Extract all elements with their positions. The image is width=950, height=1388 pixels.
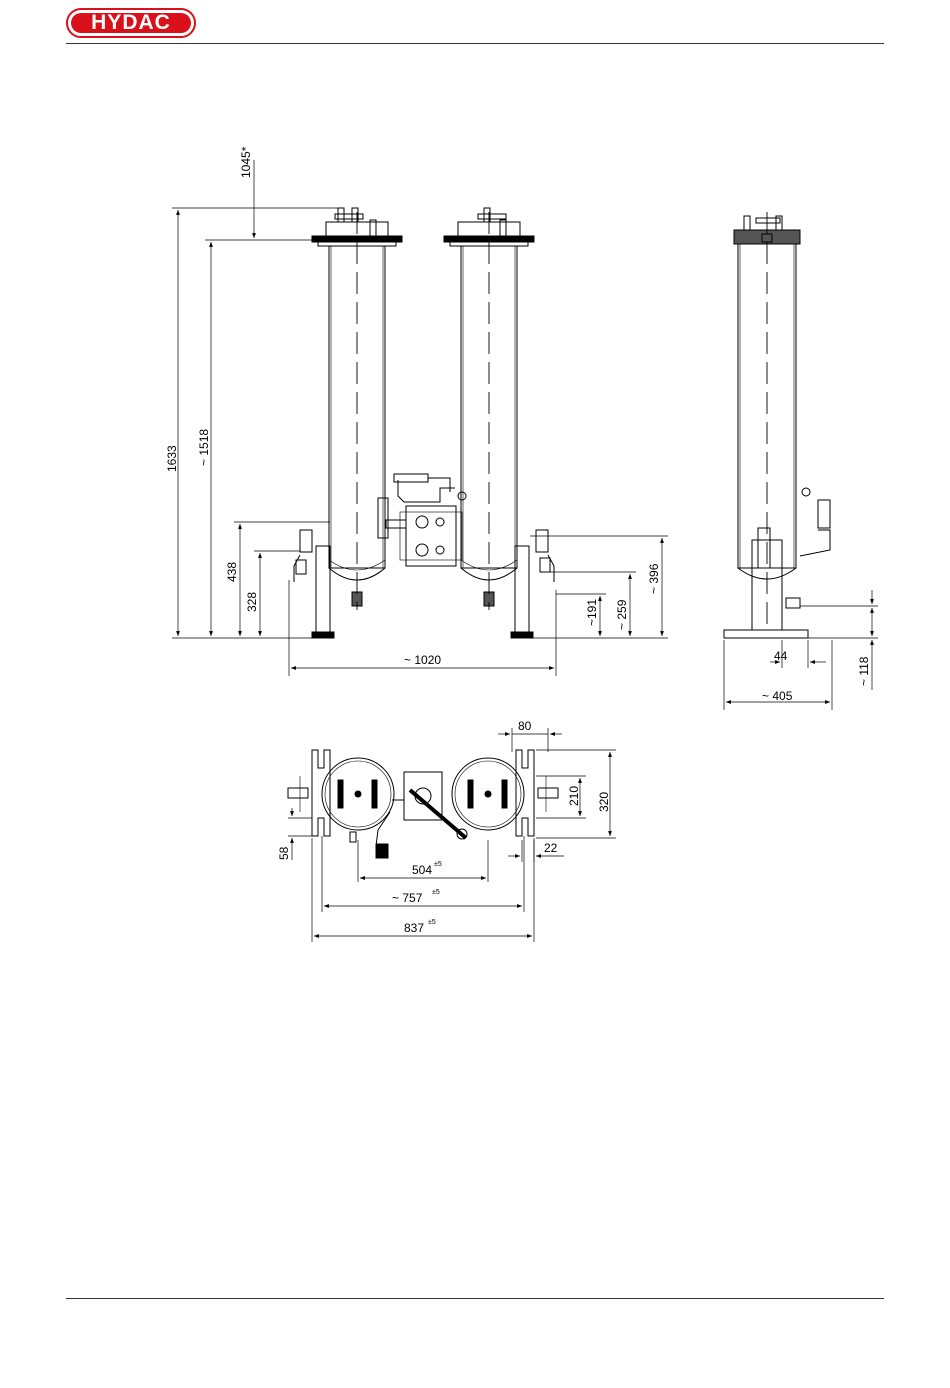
side-dimensions bbox=[724, 590, 878, 710]
dim-44: 44 bbox=[774, 649, 788, 663]
top-right-housing bbox=[452, 758, 524, 830]
dim-837-tolerance: ±5 bbox=[428, 919, 436, 926]
dim-118: ~ 118 bbox=[857, 656, 871, 686]
dim-22: 22 bbox=[544, 841, 558, 855]
dim-259: ~ 259 bbox=[615, 599, 629, 630]
top-legs bbox=[288, 750, 558, 836]
dimension-labels: 1045* 1633 ~ 1518 438 328 ~ 1020 ~191 ~ … bbox=[165, 146, 871, 935]
dim-405: ~ 405 bbox=[762, 689, 793, 703]
dim-438: 438 bbox=[225, 562, 239, 582]
top-dimensions bbox=[288, 728, 616, 942]
dim-328: 328 bbox=[245, 592, 259, 612]
dim-1518: ~ 1518 bbox=[197, 429, 211, 466]
dim-1633: 1633 bbox=[165, 445, 179, 472]
dim-757-tolerance: ±5 bbox=[432, 889, 440, 896]
dim-80: 80 bbox=[518, 719, 532, 733]
dim-210: 210 bbox=[567, 786, 581, 806]
side-view bbox=[724, 212, 878, 710]
dim-1020: ~ 1020 bbox=[404, 653, 441, 667]
dim-1045: 1045* bbox=[239, 146, 253, 178]
top-view bbox=[288, 728, 616, 942]
right-filter-housing bbox=[444, 208, 534, 610]
left-filter-housing bbox=[312, 208, 402, 610]
dim-191: ~191 bbox=[585, 599, 599, 626]
dim-396: ~ 396 bbox=[647, 563, 661, 594]
dim-504-tolerance: ±5 bbox=[434, 861, 442, 868]
dim-320: 320 bbox=[597, 792, 611, 812]
dim-757: ~ 757 bbox=[392, 891, 423, 905]
dim-58: 58 bbox=[277, 846, 291, 860]
dim-837: 837 bbox=[404, 921, 424, 935]
dim-504: 504 bbox=[412, 863, 432, 877]
changeover-valve bbox=[378, 474, 466, 566]
